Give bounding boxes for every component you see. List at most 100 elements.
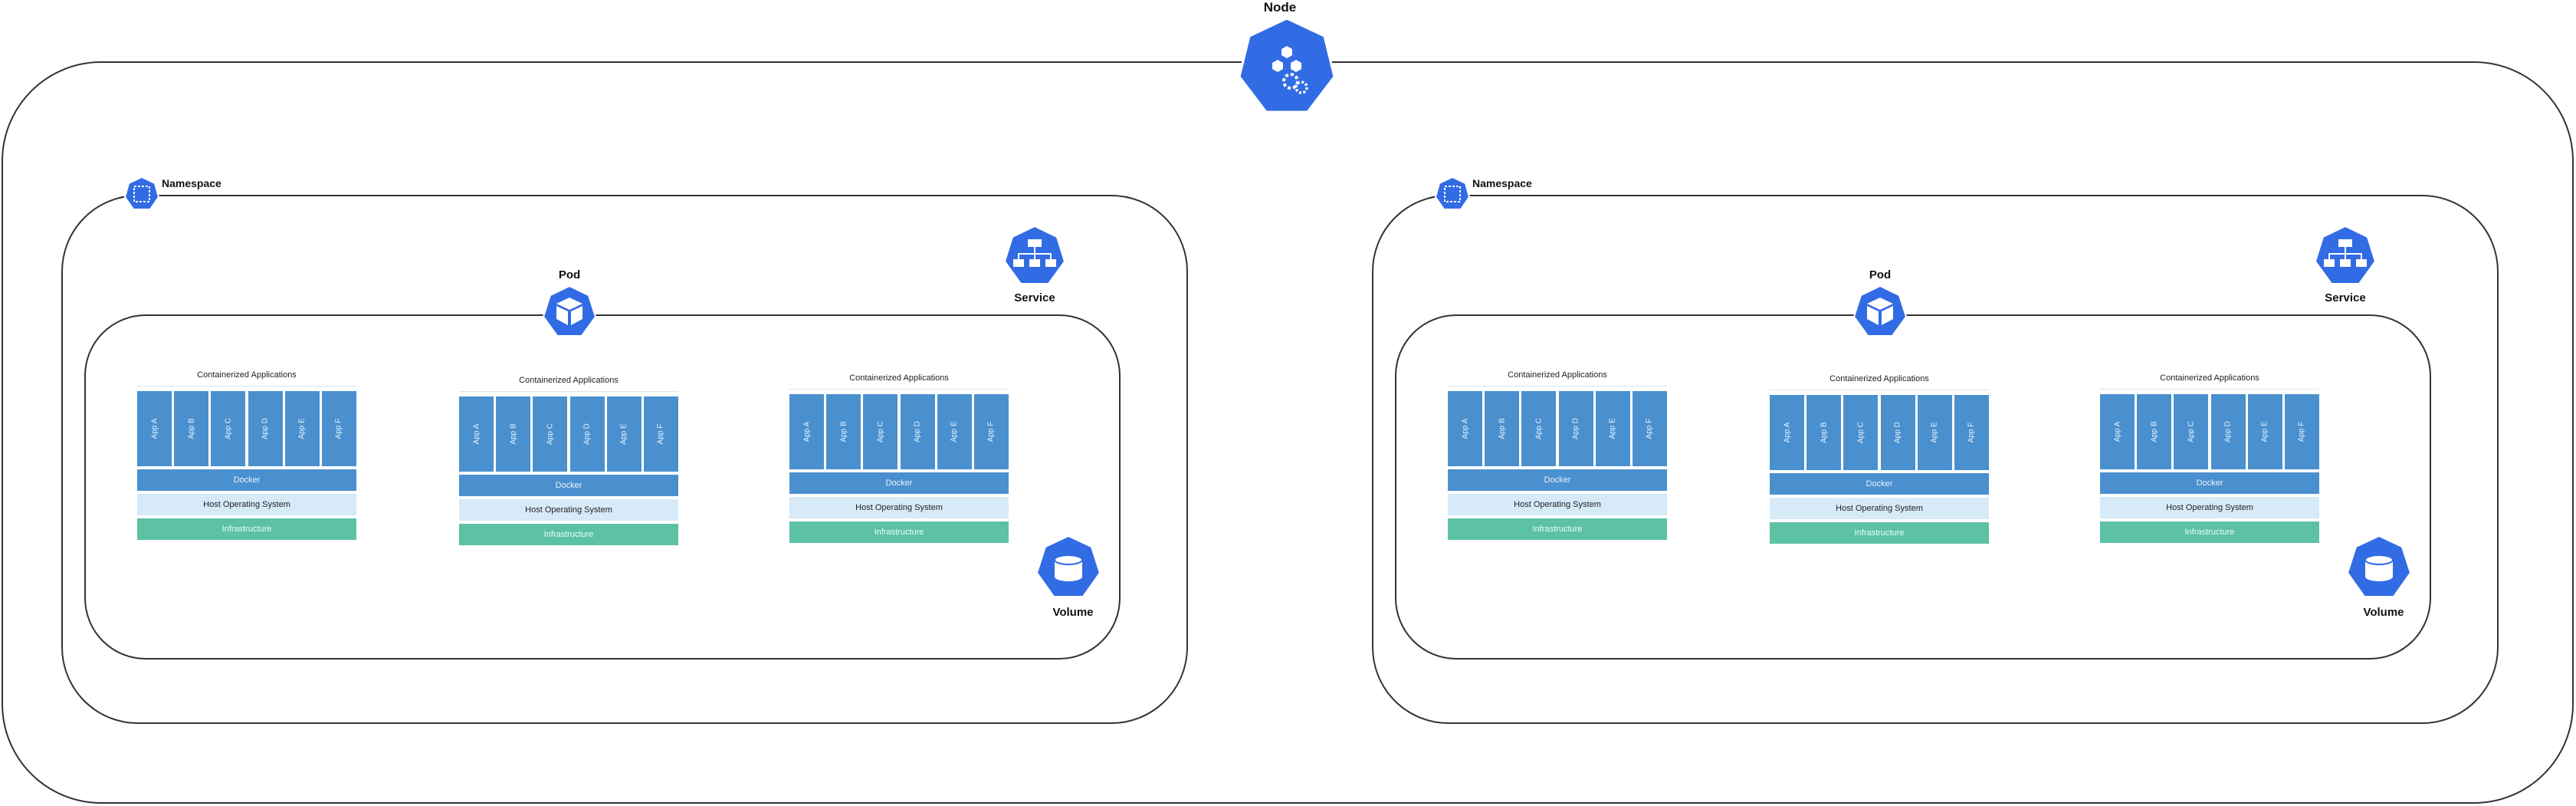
app-label: App D — [582, 423, 592, 445]
app-row: App A App B App C App D App E App F — [1448, 391, 1667, 466]
app-label: App F — [656, 423, 665, 445]
container-stack: Containerized Applications App A App B A… — [1448, 369, 1667, 540]
container-stack: Containerized Applications App A App B A… — [789, 372, 1009, 543]
docker-layer: Docker — [1770, 473, 1989, 495]
app-block: App E — [937, 394, 972, 469]
app-label: App C — [876, 421, 885, 442]
container-stack: Containerized Applications App A App B A… — [459, 374, 678, 545]
app-block: App A — [789, 394, 824, 469]
namespace-frame — [1372, 195, 2499, 724]
app-block: App C — [863, 394, 898, 469]
app-label: App B — [2150, 421, 2159, 442]
docker-layer: Docker — [459, 475, 678, 496]
app-label: App A — [802, 421, 811, 442]
app-label: App A — [150, 418, 159, 439]
stack-title: Containerized Applications — [197, 370, 297, 380]
container-stack: Containerized Applications App A App B A… — [1770, 373, 1989, 544]
app-label: App B — [839, 421, 848, 442]
app-label: App E — [2260, 421, 2269, 442]
container-stack: Containerized Applications App A App B A… — [137, 369, 356, 540]
app-block: App C — [1843, 395, 1879, 470]
namespace-label: Namespace — [162, 177, 222, 189]
app-label: App B — [509, 423, 518, 445]
host-os-layer: Host Operating System — [1770, 498, 1989, 519]
pod-frame — [84, 314, 1121, 660]
app-row: App A App B App C App D App E App F — [459, 396, 678, 472]
app-block: App E — [284, 391, 320, 466]
app-block: App F — [973, 394, 1009, 469]
node-label: Node — [1263, 0, 1297, 15]
app-block: App B — [1485, 391, 1520, 466]
stack-title: Containerized Applications — [1508, 370, 1607, 380]
app-block: App A — [137, 391, 172, 466]
app-label: App A — [2113, 421, 2122, 442]
host-os-layer: Host Operating System — [2100, 497, 2319, 518]
app-block: App A — [1448, 391, 1482, 466]
docker-layer: Docker — [2100, 472, 2319, 494]
app-label: App F — [334, 418, 343, 439]
service-icon — [1003, 225, 1066, 285]
pod-frame — [1395, 314, 2431, 660]
app-block: App F — [1632, 391, 1667, 466]
app-block: App D — [1880, 395, 1915, 470]
infrastructure-layer: Infrastructure — [789, 521, 1009, 543]
container-stack: Containerized Applications App A App B A… — [2100, 372, 2319, 543]
host-os-layer: Host Operating System — [1448, 494, 1667, 515]
service-label: Service — [2325, 291, 2366, 304]
app-block: App A — [1770, 395, 1804, 470]
pod-icon — [1852, 285, 1908, 337]
divider — [459, 391, 678, 392]
docker-layer: Docker — [789, 472, 1009, 494]
app-block: App F — [1954, 395, 1989, 470]
app-block: App D — [2210, 394, 2246, 469]
app-label: App E — [1930, 422, 1939, 443]
app-block: App C — [211, 391, 246, 466]
divider — [2100, 389, 2319, 390]
app-block: App D — [900, 394, 935, 469]
namespace-icon — [123, 176, 160, 210]
volume-label: Volume — [1052, 606, 1094, 619]
app-label: App A — [472, 423, 481, 445]
infrastructure-layer: Infrastructure — [1448, 518, 1667, 540]
divider — [789, 389, 1009, 390]
app-label: App E — [619, 423, 628, 445]
docker-layer: Docker — [137, 469, 356, 491]
namespace-frame — [61, 195, 1188, 724]
app-block: App D — [1558, 391, 1593, 466]
kubernetes-node-icon — [1238, 17, 1336, 113]
app-label: App E — [1608, 418, 1617, 439]
pod-icon — [542, 285, 597, 337]
app-block: App C — [533, 396, 568, 472]
app-block: App B — [826, 394, 861, 469]
app-label: App F — [986, 421, 996, 442]
app-block: App C — [1521, 391, 1557, 466]
stack-title: Containerized Applications — [2160, 373, 2259, 383]
app-block: App A — [2100, 394, 2135, 469]
app-block: App E — [606, 396, 642, 472]
pod-label: Pod — [1869, 268, 1892, 281]
service-label: Service — [1014, 291, 1055, 304]
app-label: App C — [1534, 418, 1544, 439]
app-block: App F — [2284, 394, 2319, 469]
app-label: App F — [1967, 422, 1976, 443]
infrastructure-layer: Infrastructure — [137, 518, 356, 540]
pod-label: Pod — [558, 268, 581, 281]
app-block: App C — [2174, 394, 2209, 469]
app-block: App E — [2247, 394, 2282, 469]
app-label: App A — [1461, 418, 1469, 439]
app-block: App B — [1806, 395, 1842, 470]
app-row: App A App B App C App D App E App F — [1770, 395, 1989, 470]
app-block: App B — [2137, 394, 2172, 469]
app-block: App D — [248, 391, 283, 466]
service-icon — [2314, 225, 2377, 285]
app-label: App D — [1571, 418, 1580, 439]
app-label: App F — [1645, 418, 1654, 439]
stack-title: Containerized Applications — [1829, 374, 1929, 383]
app-label: App C — [1856, 422, 1866, 443]
volume-label: Volume — [2363, 606, 2404, 619]
app-label: App C — [224, 418, 233, 439]
app-row: App A App B App C App D App E App F — [2100, 394, 2319, 469]
app-label: App D — [1893, 422, 1902, 443]
host-os-layer: Host Operating System — [459, 499, 678, 521]
host-os-layer: Host Operating System — [789, 497, 1009, 518]
